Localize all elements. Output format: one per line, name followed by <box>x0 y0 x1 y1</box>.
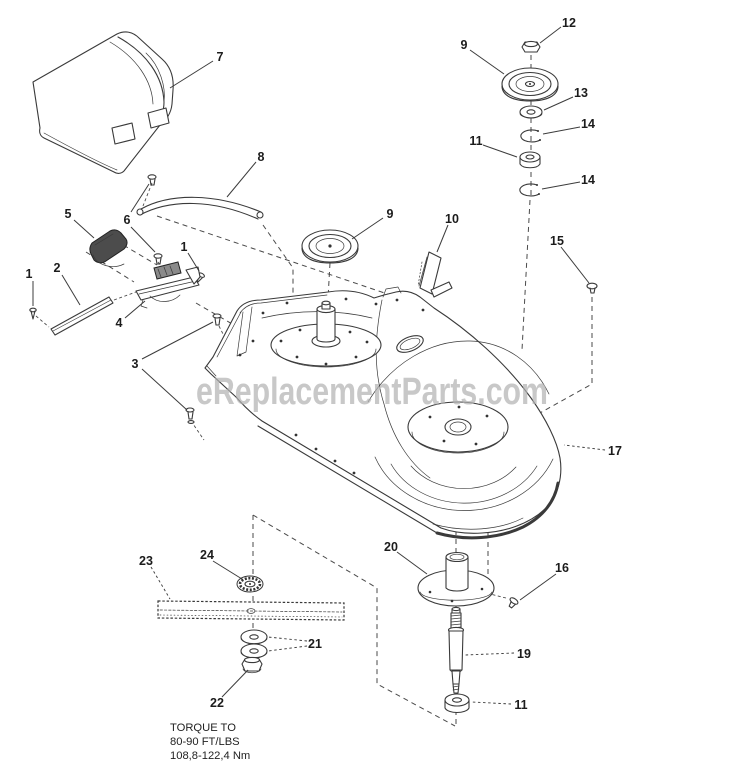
part-number-label: 9 <box>387 207 394 221</box>
part-11-spacer-top <box>519 151 541 169</box>
part-4-bracket <box>135 261 201 309</box>
part-number-label: 23 <box>139 554 153 568</box>
part-3-bolts <box>185 313 222 424</box>
leader-line <box>542 126 581 135</box>
leader-line <box>396 551 428 575</box>
part-16-screw <box>508 597 519 609</box>
leader-line <box>541 181 581 190</box>
torque-note: TORQUE TO 80-90 FT/LBS 108,8-122,4 Nm <box>170 722 250 762</box>
leader-line <box>482 144 518 158</box>
part-9-pulley-center <box>301 229 359 264</box>
part-number-label: 5 <box>65 207 72 221</box>
leader-line <box>519 573 557 601</box>
part-14-snap-ring <box>520 129 541 143</box>
leader-line <box>141 321 214 360</box>
part-number-label: 14 <box>581 117 595 131</box>
part-14-snap-ring-2 <box>519 183 540 197</box>
part-22-nut <box>241 656 263 674</box>
leader-line <box>560 246 590 284</box>
leader-line <box>221 669 249 698</box>
part-number-label: 11 <box>469 134 482 148</box>
part-21-washers <box>240 629 268 659</box>
part-10-bracket <box>417 251 453 298</box>
leader-line <box>141 368 188 411</box>
part-number-label: 17 <box>608 444 622 458</box>
leader-line <box>267 636 308 642</box>
part-number-label: 9 <box>461 38 468 52</box>
leader-line <box>73 219 95 239</box>
part-8-lift-arm <box>136 196 264 220</box>
part-number-label: 10 <box>445 212 459 226</box>
part-number-label: 24 <box>200 548 214 562</box>
part-6-bolt <box>147 174 163 265</box>
leader-line <box>471 701 512 705</box>
leader-line <box>130 183 150 213</box>
part-5-knob <box>89 229 128 267</box>
part-24-bearing <box>236 575 264 593</box>
part-number-label: 8 <box>258 150 265 164</box>
leader-line <box>212 560 243 580</box>
part-1-pin <box>29 272 205 320</box>
leader-line <box>226 161 257 198</box>
part-13-washer <box>519 105 543 119</box>
leader-line <box>436 224 449 253</box>
part-number-label: 7 <box>217 50 224 64</box>
part-number-label: 21 <box>308 637 322 651</box>
part-15-screw <box>586 282 598 294</box>
leader-line <box>187 252 200 272</box>
part-number-label: 16 <box>555 561 569 575</box>
leader-line <box>543 96 574 111</box>
part-12-nut <box>521 40 541 53</box>
part-number-label: 6 <box>124 213 131 227</box>
part-number-label: 14 <box>581 173 595 187</box>
part-number-label: 2 <box>54 261 61 275</box>
part-19-spindle-shaft <box>447 606 465 694</box>
deck-rivets <box>238 297 489 475</box>
leader-line <box>124 300 146 319</box>
leader-line <box>539 26 562 44</box>
torque-note-line-2: 80-90 FT/LBS <box>170 736 240 748</box>
torque-note-line-3: 108,8-122,4 Nm <box>170 750 250 762</box>
leader-line <box>150 566 171 600</box>
watermark: eReplacementParts.com <box>196 371 548 413</box>
part-number-label: 22 <box>210 696 224 710</box>
part-number-label: 20 <box>384 540 398 554</box>
part-number-label: 13 <box>574 86 588 100</box>
part-number-label: 11 <box>514 698 527 712</box>
part-number-label: 1 <box>26 267 33 281</box>
part-7-cover <box>32 31 174 174</box>
leader-line <box>563 444 606 451</box>
part-2-rod <box>50 296 114 336</box>
part-20-spindle-housing <box>417 551 495 607</box>
part-11-spacer-bottom <box>444 693 470 714</box>
part-number-label: 1 <box>181 240 188 254</box>
torque-note-line-1: TORQUE TO <box>170 722 236 734</box>
leader-line <box>130 226 156 253</box>
leader-line <box>169 60 214 89</box>
part-number-label: 3 <box>132 357 139 371</box>
part-number-label: 19 <box>517 647 531 661</box>
part-number-label: 12 <box>562 16 576 30</box>
leader-line <box>351 217 384 240</box>
part-17-deck-shell <box>204 286 562 540</box>
leader-line <box>267 645 308 652</box>
part-number-label: 4 <box>116 316 123 330</box>
leader-line <box>469 49 505 75</box>
part-23-blade <box>157 600 345 621</box>
leader-line <box>464 652 515 656</box>
leader-line <box>61 274 81 306</box>
part-number-label: 15 <box>550 234 564 248</box>
part-9-pulley-top <box>501 67 559 102</box>
